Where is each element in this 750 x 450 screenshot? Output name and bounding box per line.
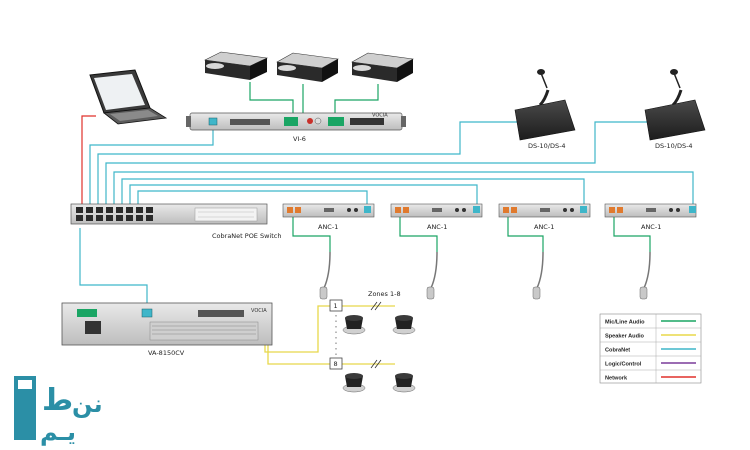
- vi6-unit: VOCIA: [186, 113, 406, 131]
- zone-break-8: [370, 359, 382, 369]
- switch-label: CobraNet POE Switch: [212, 232, 281, 240]
- mic-cable-anc-3: [507, 216, 544, 252]
- anc-unit-3: [498, 203, 591, 218]
- anc-label-1: ANC-1: [318, 223, 338, 231]
- zone-box-first: [329, 299, 343, 312]
- legend-label-mic: Mic/Line Audio: [605, 320, 645, 326]
- anc-unit-4: [604, 203, 697, 218]
- amp-brand: VOCIA: [251, 308, 267, 314]
- ds-station-right: [644, 69, 706, 141]
- ambient-mic-3: [532, 251, 544, 300]
- ceiling-speaker-4: [392, 373, 416, 393]
- line-cable-player-3: [334, 84, 379, 117]
- anc-label-3: ANC-1: [534, 223, 554, 231]
- ceiling-speaker-1: [342, 315, 366, 335]
- ds-station-left: [514, 69, 576, 141]
- cobranet-cable-amp: [79, 228, 148, 315]
- legend-label-logic: Logic/Control: [605, 362, 642, 368]
- cobranet-cable-anc-1: [137, 190, 368, 205]
- anc-unit-2: [390, 203, 483, 218]
- ds-left-label: DS-10/DS-4: [528, 142, 566, 150]
- switch-port-bank: [76, 207, 153, 221]
- zone-box-last: [329, 357, 343, 370]
- va-amplifier: VOCIA: [61, 302, 273, 346]
- cobranet-cable-anc-2: [129, 184, 478, 205]
- anc-label-2: ANC-1: [427, 223, 447, 231]
- media-player-2: [276, 52, 339, 82]
- cobranet-cable-ds-right: [105, 121, 648, 205]
- ceiling-speaker-3: [342, 373, 366, 393]
- mic-cable-anc-2: [399, 216, 438, 252]
- vi6-brand: VOCIA: [372, 113, 388, 119]
- anc-label-4: ANC-1: [641, 223, 661, 231]
- svg-text:يـم: يـم: [40, 418, 76, 446]
- cobranet-cable-vi6: [89, 127, 214, 205]
- network-cable: [81, 115, 96, 205]
- vi6-label: VI-6: [293, 135, 306, 143]
- mic-cable-anc-4: [613, 216, 651, 252]
- media-player-1: [203, 51, 269, 80]
- legend-label-speaker: Speaker Audio: [605, 334, 645, 340]
- brand-logo: ط نن يـم: [14, 376, 103, 446]
- legend: Mic/Line Audio Speaker Audio CobraNet Lo…: [599, 313, 702, 384]
- zone-number-last: 8: [334, 360, 338, 368]
- svg-text:نن: نن: [72, 390, 103, 418]
- cobranet-cables: [79, 121, 694, 315]
- laptop: [89, 69, 168, 125]
- mic-cable-anc-1: [292, 216, 331, 252]
- amp-label: VA-8150CV: [148, 349, 185, 357]
- mic-line-cables: [249, 82, 651, 252]
- legend-label-cobranet: CobraNet: [605, 348, 630, 354]
- zones-title: Zones 1-8: [368, 290, 401, 298]
- cobranet-cable-anc-4: [113, 171, 694, 205]
- zone-break-1: [370, 301, 382, 311]
- ambient-mic-4: [639, 251, 651, 300]
- cobranet-switch: [70, 203, 268, 225]
- ceiling-speaker-2: [392, 315, 416, 335]
- media-player-3: [351, 52, 414, 82]
- line-cable-player-1: [249, 82, 294, 117]
- ambient-mic-1: [319, 251, 331, 300]
- cobranet-cable-ds-left: [97, 121, 520, 205]
- anc-unit-1: [282, 203, 375, 218]
- svg-text:ط: ط: [42, 383, 73, 418]
- ds-right-label: DS-10/DS-4: [655, 142, 693, 150]
- cobranet-cable-anc-3: [121, 178, 585, 205]
- speaker-cable-zone-8: [267, 345, 330, 365]
- zone-number-first: 1: [334, 302, 338, 310]
- legend-label-network: Network: [605, 376, 628, 382]
- cable-layer: [79, 82, 694, 365]
- ambient-mic-2: [426, 251, 438, 300]
